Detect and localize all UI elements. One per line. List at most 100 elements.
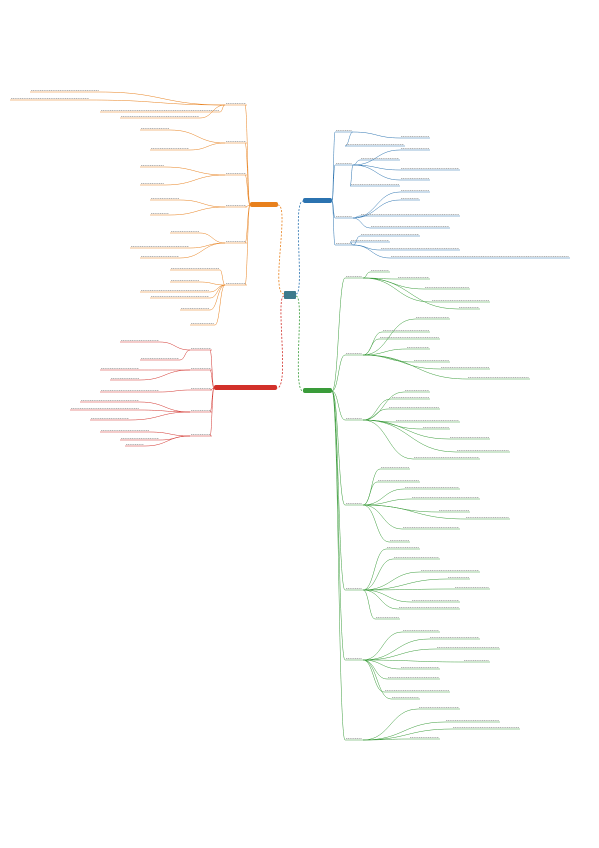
connector bbox=[209, 369, 215, 389]
connector bbox=[331, 164, 336, 202]
connector bbox=[352, 164, 401, 181]
connector bbox=[362, 398, 392, 421]
connector bbox=[362, 354, 468, 380]
red-subtree bbox=[70, 340, 215, 447]
connector bbox=[362, 589, 412, 603]
connector bbox=[349, 164, 354, 187]
connector bbox=[362, 481, 378, 506]
connector bbox=[362, 558, 394, 591]
connector bbox=[352, 217, 371, 229]
connector bbox=[331, 390, 346, 661]
connector bbox=[362, 588, 455, 591]
connector bbox=[362, 548, 387, 591]
central-topic[interactable] bbox=[284, 291, 296, 299]
connector bbox=[362, 659, 392, 700]
connector bbox=[362, 419, 450, 440]
connector bbox=[362, 391, 405, 421]
connector bbox=[362, 488, 405, 506]
connector bbox=[129, 411, 191, 421]
connector bbox=[169, 129, 226, 144]
connector bbox=[362, 589, 376, 620]
connector bbox=[159, 341, 191, 351]
connector bbox=[179, 199, 226, 208]
branch-blue[interactable] bbox=[295, 198, 332, 295]
connector bbox=[164, 166, 226, 176]
connector bbox=[362, 408, 389, 421]
connector bbox=[244, 204, 251, 286]
connector bbox=[144, 435, 191, 447]
connector bbox=[244, 174, 251, 206]
connector bbox=[209, 387, 215, 437]
connector bbox=[362, 419, 414, 460]
connector bbox=[139, 409, 191, 413]
connector bbox=[362, 419, 423, 430]
connector bbox=[362, 659, 385, 693]
connector bbox=[362, 338, 380, 356]
connector bbox=[352, 199, 401, 219]
connector bbox=[209, 284, 226, 311]
connector bbox=[331, 390, 346, 506]
connector bbox=[362, 504, 403, 530]
connector bbox=[362, 708, 419, 741]
connector bbox=[99, 91, 226, 106]
connector bbox=[199, 104, 226, 119]
connector bbox=[362, 331, 383, 356]
connector bbox=[214, 284, 226, 326]
connector bbox=[179, 349, 191, 361]
connector bbox=[362, 648, 437, 661]
connector bbox=[362, 738, 410, 741]
connector bbox=[362, 571, 421, 591]
connector bbox=[362, 659, 401, 670]
branch-green[interactable] bbox=[295, 295, 332, 393]
connector bbox=[362, 277, 459, 310]
connector bbox=[362, 504, 390, 543]
connector bbox=[362, 277, 432, 303]
connector bbox=[362, 504, 466, 520]
connector bbox=[199, 232, 226, 244]
connector bbox=[159, 389, 191, 393]
connector bbox=[199, 281, 226, 286]
connector bbox=[244, 204, 251, 244]
connector bbox=[362, 659, 464, 663]
connector bbox=[219, 104, 226, 113]
connector bbox=[331, 390, 346, 741]
connector bbox=[189, 142, 226, 151]
connector bbox=[362, 638, 430, 661]
connector bbox=[344, 131, 354, 147]
connector bbox=[169, 206, 226, 216]
connector bbox=[139, 401, 191, 413]
connector bbox=[89, 99, 226, 106]
connector bbox=[362, 589, 399, 610]
connector bbox=[362, 631, 403, 661]
connector bbox=[209, 349, 215, 389]
connector bbox=[219, 269, 226, 286]
connector bbox=[331, 200, 336, 246]
connector bbox=[352, 159, 361, 166]
green-subtree bbox=[331, 270, 530, 741]
connector bbox=[352, 149, 401, 166]
connector bbox=[149, 431, 191, 437]
connector bbox=[331, 277, 346, 392]
connector bbox=[362, 468, 381, 506]
branch-orange[interactable] bbox=[250, 202, 285, 295]
connector bbox=[164, 174, 226, 186]
connector bbox=[244, 142, 251, 206]
connector bbox=[331, 390, 346, 591]
branch-red[interactable] bbox=[214, 295, 285, 390]
connector bbox=[139, 369, 191, 381]
connector bbox=[362, 354, 414, 363]
connector bbox=[331, 354, 346, 392]
connector bbox=[331, 390, 346, 421]
connector bbox=[362, 419, 457, 453]
connector bbox=[362, 728, 453, 741]
connector bbox=[352, 244, 381, 251]
connector bbox=[362, 659, 388, 680]
blue-subtree bbox=[331, 130, 570, 259]
connector bbox=[179, 242, 226, 259]
connector bbox=[362, 578, 448, 591]
connector bbox=[352, 191, 401, 219]
orange-subtree bbox=[10, 90, 251, 326]
connector bbox=[362, 271, 371, 279]
connector bbox=[352, 244, 391, 259]
